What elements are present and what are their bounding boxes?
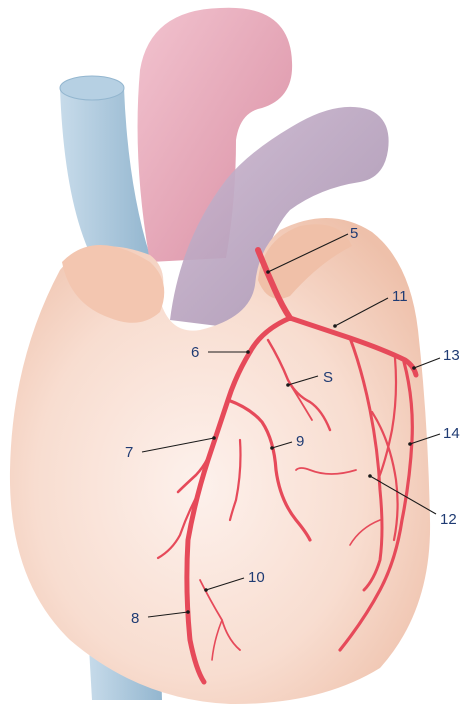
label-8: 8 [131,610,139,627]
label-s: S [323,369,333,386]
label-13: 13 [443,347,460,364]
label-7: 7 [125,444,133,461]
label-12: 12 [440,511,457,528]
label-10: 10 [248,569,265,586]
label-11: 11 [392,288,408,305]
label-14: 14 [443,425,460,442]
label-5: 5 [350,225,358,242]
label-9: 9 [296,433,304,450]
label-6: 6 [191,344,199,361]
